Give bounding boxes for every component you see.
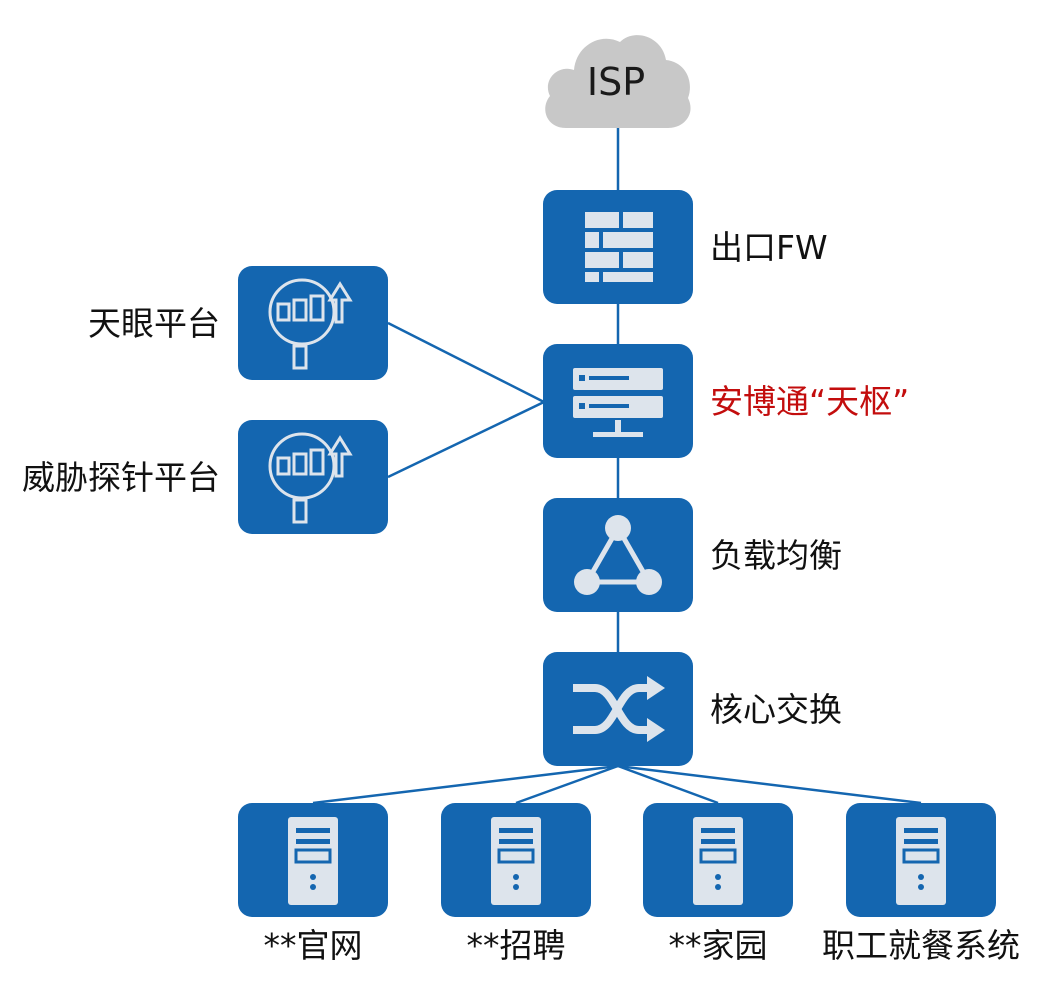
server-node-4[interactable] [846, 803, 996, 917]
server-label-4: 职工就餐系统 [822, 926, 1020, 965]
server-label-1: **官网 [263, 926, 363, 965]
magnifier-chart-icon [268, 278, 353, 370]
link-switch-server4 [617, 764, 922, 805]
server-icon [288, 817, 338, 905]
threat-probe-node[interactable] [238, 420, 388, 534]
server-icon [693, 817, 743, 905]
tianyan-label: 天眼平台 [88, 304, 220, 343]
server-icon [896, 817, 946, 905]
triangle-network-icon [574, 515, 662, 595]
tianshu-node[interactable] [543, 344, 693, 458]
link-tianyan-tianshu [387, 321, 545, 404]
server-label-2: **招聘 [466, 926, 566, 965]
firewall-node[interactable] [543, 190, 693, 304]
server-node-3[interactable] [643, 803, 793, 917]
link-switch-server3 [617, 764, 719, 805]
core-switch-label: 核心交换 [710, 690, 842, 729]
server-icon [491, 817, 541, 905]
isp-cloud-icon [545, 35, 691, 128]
server-rack-icon [573, 368, 663, 437]
core-switch-node[interactable] [543, 652, 693, 766]
link-probe-tianshu [387, 400, 545, 479]
link-switch-server1 [312, 764, 619, 805]
magnifier-chart-icon [268, 432, 353, 524]
firewall-icon [585, 212, 653, 282]
load-balancer-node[interactable] [543, 498, 693, 612]
load-balancer-label: 负载均衡 [710, 536, 842, 575]
tianshu-label: 安博通“天枢” [710, 382, 910, 421]
server-node-2[interactable] [441, 803, 591, 917]
threat-probe-label: 威胁探针平台 [22, 458, 220, 497]
server-node-1[interactable] [238, 803, 388, 917]
shuffle-arrows-icon [573, 676, 665, 742]
tianyan-node[interactable] [238, 266, 388, 380]
link-switch-server2 [515, 764, 619, 805]
server-label-3: **家园 [668, 926, 768, 965]
isp-label: ISP [586, 60, 646, 104]
firewall-label: 出口FW [710, 228, 828, 267]
